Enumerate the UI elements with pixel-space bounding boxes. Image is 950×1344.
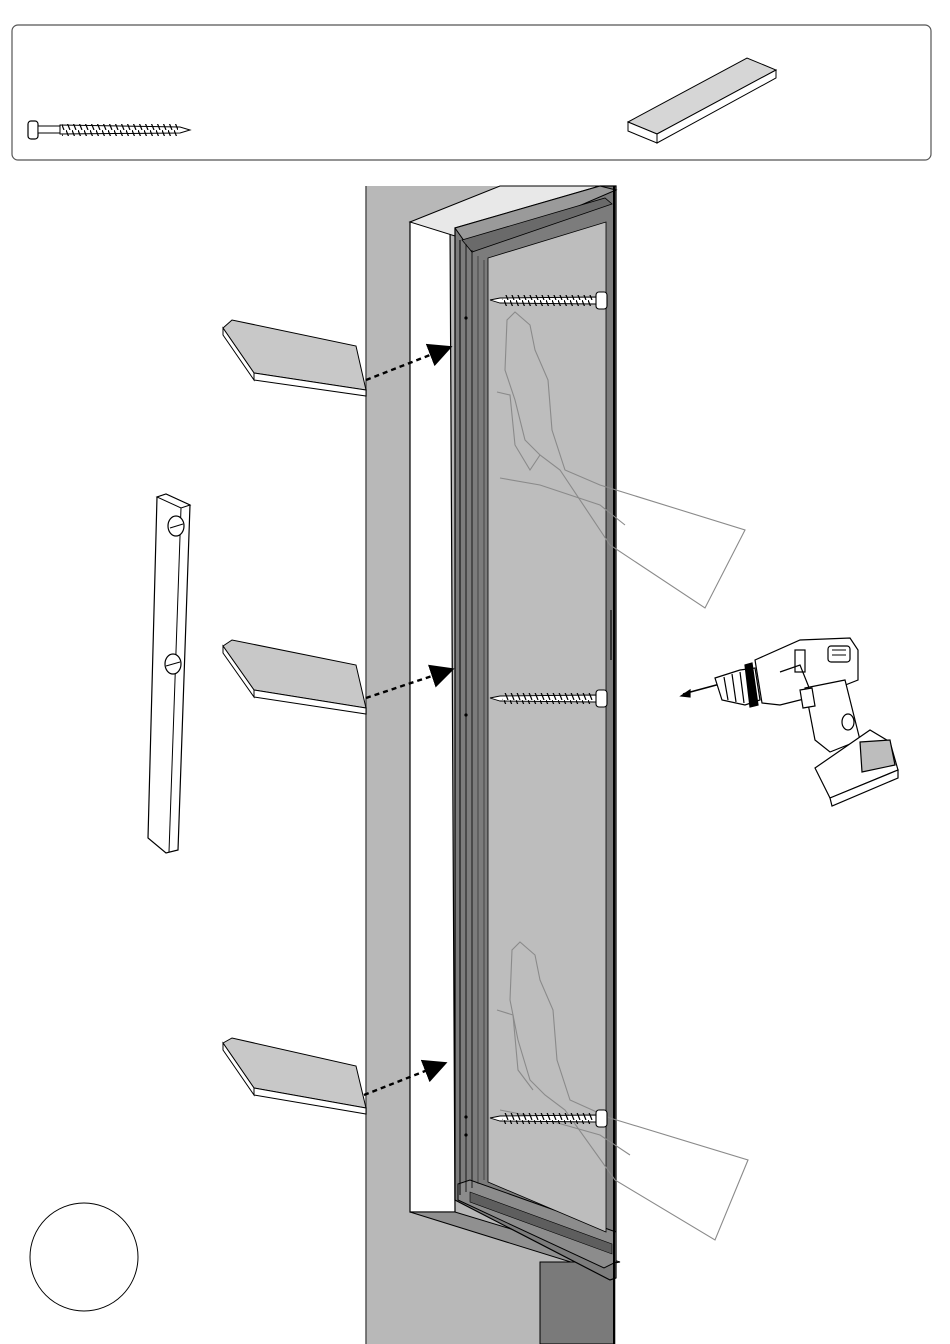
- spirit-level-icon: [148, 494, 190, 853]
- wood-shim-icon: [223, 640, 366, 714]
- wood-shim-icon: [223, 1038, 366, 1114]
- parts-box: [12, 25, 931, 160]
- window-frame: [455, 186, 616, 1344]
- step-number-badge: [30, 1203, 138, 1311]
- cordless-drill-icon: [681, 638, 898, 806]
- wood-shim-icon: [223, 320, 366, 396]
